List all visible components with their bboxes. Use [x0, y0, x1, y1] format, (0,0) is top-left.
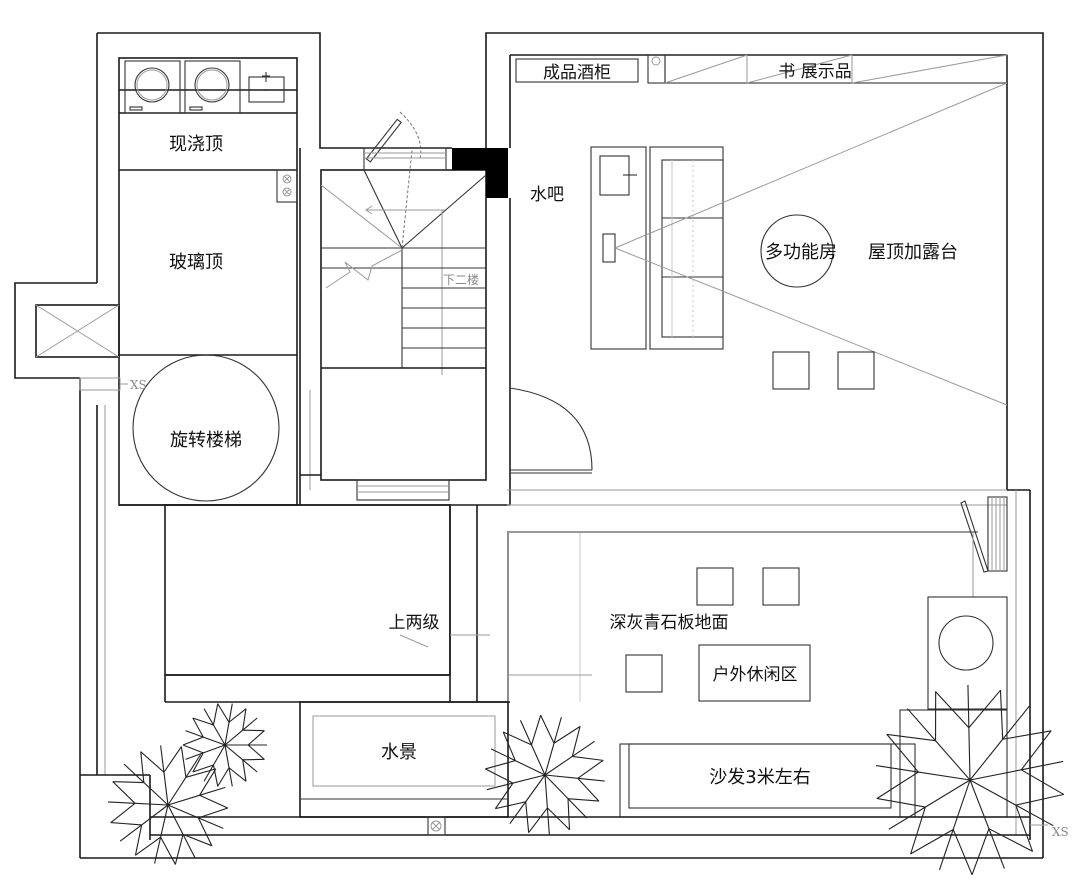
grill-box	[927, 596, 1008, 710]
sofa-icon	[628, 743, 892, 809]
staircase: 下二楼	[299, 111, 511, 506]
terrace-door	[509, 387, 593, 474]
washer-drum-icon	[194, 67, 230, 103]
spiral-stair-icon	[132, 354, 280, 502]
lounge-table	[698, 644, 811, 702]
round-table-icon	[760, 214, 834, 288]
label-book-display: 书 展示品	[778, 62, 851, 82]
stool-icon	[696, 567, 734, 606]
stool-icon	[772, 351, 810, 390]
terrace-separation: 上两级	[119, 489, 1007, 703]
top-cabinets: 成品酒柜 书 展示品	[515, 54, 1008, 84]
stool-icon	[762, 567, 800, 606]
spiral-stair: 旋转楼梯 XS	[79, 354, 280, 502]
left-corridor	[80, 405, 151, 840]
vent-shaft	[35, 304, 120, 358]
bar-counter	[590, 146, 647, 350]
label-multi-room: 多功能房	[765, 242, 837, 263]
tree-icon	[485, 714, 605, 835]
tree-icon	[108, 745, 229, 865]
xs-marker-left: XS	[130, 378, 147, 392]
label-down-stairs: 下二楼	[443, 272, 479, 287]
tree-icon	[876, 685, 1065, 876]
label-water-bar: 水吧	[530, 185, 564, 205]
washer-2	[184, 60, 241, 114]
label-up-two-steps: 上两级	[389, 613, 440, 633]
drain-icon	[282, 187, 292, 197]
label-sofa: 沙发3米左右	[709, 767, 810, 788]
washer-drum-icon	[134, 67, 170, 103]
washer-1	[124, 60, 181, 114]
label-water-feature: 水景	[381, 742, 417, 763]
drain-icon	[282, 174, 292, 184]
multi-function-room: 水吧 多功能房 屋顶加露台	[530, 82, 1008, 406]
wine-cabinet	[515, 58, 639, 83]
label-glass-roof: 玻璃顶	[169, 252, 223, 273]
projector-icon	[602, 233, 616, 263]
outdoor-lounge: 深灰青石板地面 户外休闲区	[610, 496, 1008, 710]
stool-icon	[625, 654, 663, 693]
sofa-area: 沙发3米左右	[619, 709, 1008, 818]
bottom-band: XS	[150, 816, 1069, 839]
label-wine-cabinet: 成品酒柜	[543, 63, 611, 83]
label-spiral-stair: 旋转楼梯	[170, 430, 242, 451]
label-outdoor-lounge: 户外休闲区	[713, 665, 798, 685]
sofa-bed	[649, 146, 724, 350]
door-icon	[365, 118, 402, 163]
grill-icon	[938, 615, 994, 671]
book-display-shelf	[664, 54, 1008, 84]
tree-icon	[182, 703, 267, 787]
label-cast-roof: 现浇顶	[169, 134, 223, 155]
water-feature: 水景	[299, 701, 509, 818]
xs-marker-right: XS	[1052, 825, 1069, 839]
outer-walls	[14, 32, 1044, 859]
column	[486, 148, 508, 198]
gate-icon	[960, 500, 989, 573]
glass-roof-area: 玻璃顶	[119, 169, 298, 356]
drain-icon	[651, 56, 661, 66]
label-stone-floor: 深灰青石板地面	[610, 613, 729, 633]
stool-icon	[837, 351, 875, 390]
trees	[108, 685, 1065, 876]
label-roof-terrace: 屋顶加露台	[868, 242, 958, 263]
drain-icon	[430, 820, 442, 832]
